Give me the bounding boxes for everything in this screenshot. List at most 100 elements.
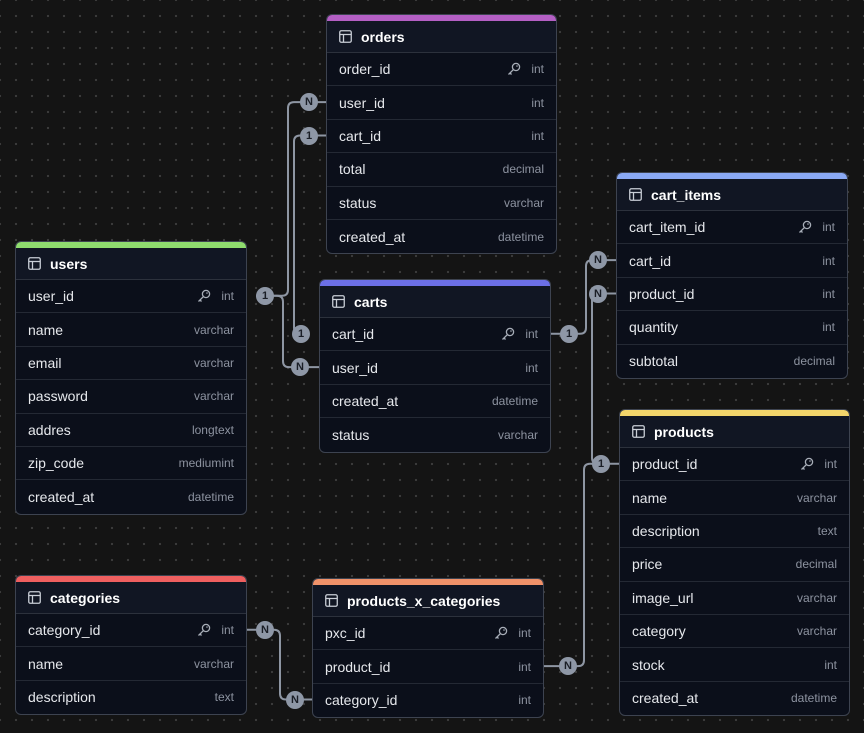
column-type: text	[214, 690, 234, 705]
key-icon	[494, 626, 508, 640]
column-row[interactable]: created_at datetime	[327, 220, 556, 253]
column-name: email	[28, 354, 62, 371]
column-row[interactable]: stock int	[620, 648, 849, 682]
column-row[interactable]: status varchar	[320, 418, 550, 451]
table-header[interactable]: orders	[327, 15, 556, 53]
table-header[interactable]: carts	[320, 280, 550, 318]
table-title: carts	[354, 293, 388, 310]
column-name: created_at	[339, 228, 406, 245]
column-type: decimal	[793, 354, 835, 369]
table-title: orders	[361, 28, 405, 45]
column-meta: int	[494, 626, 531, 640]
column-name: status	[332, 426, 370, 443]
edge-products-pxc[interactable]	[544, 462, 601, 668]
cardinality-badge: N	[589, 251, 607, 270]
column-meta: int	[507, 62, 544, 76]
cardinality-badge: 1	[592, 454, 610, 473]
column-row[interactable]: password varchar	[16, 380, 246, 414]
column-type: varchar	[193, 389, 234, 404]
column-meta: decimal	[794, 354, 835, 368]
table-header[interactable]: products_x_categories	[313, 579, 543, 617]
column-meta: decimal	[503, 162, 544, 176]
column-row[interactable]: description text	[620, 515, 849, 549]
cardinality-badge: N	[286, 690, 304, 709]
column-meta: varchar	[504, 196, 544, 210]
column-type: int	[518, 693, 531, 708]
column-row[interactable]: user_id int	[327, 86, 556, 120]
column-name: quantity	[629, 319, 679, 336]
column-type: varchar	[497, 427, 538, 442]
table-icon	[632, 425, 645, 438]
column-name: addres	[28, 421, 71, 438]
column-name: stock	[632, 656, 665, 673]
column-type: int	[822, 220, 835, 235]
column-type: datetime	[497, 229, 544, 244]
column-name: password	[28, 388, 88, 405]
table-header[interactable]: users	[16, 242, 246, 280]
column-type: int	[531, 128, 544, 143]
column-name: name	[28, 655, 64, 672]
cardinality-badge: 1	[256, 286, 274, 305]
column-meta: int	[518, 660, 531, 674]
table-header[interactable]: products	[620, 410, 849, 448]
column-name: created_at	[332, 392, 399, 409]
table-title: products_x_categories	[347, 592, 501, 609]
table-header[interactable]: categories	[16, 576, 246, 614]
edge-categories-pxc[interactable]	[247, 628, 312, 701]
table-icon	[629, 188, 642, 201]
column-name: zip_code	[28, 455, 85, 472]
column-name: description	[632, 522, 700, 539]
column-name: total	[339, 161, 366, 178]
column-name: user_id	[339, 94, 385, 111]
column-type: varchar	[796, 624, 837, 639]
column-type: int	[531, 95, 544, 110]
column-meta: int	[824, 658, 837, 672]
column-row[interactable]: created_at datetime	[320, 385, 550, 419]
key-icon	[800, 457, 814, 471]
column-name: user_id	[332, 359, 378, 376]
column-type: text	[817, 523, 837, 538]
column-type: datetime	[491, 393, 538, 408]
column-name: price	[632, 556, 663, 573]
column-row[interactable]: total decimal	[327, 153, 556, 187]
edge-products-cart-items[interactable]	[591, 292, 616, 465]
table-icon	[325, 594, 338, 607]
table-header[interactable]: cart_items	[617, 173, 847, 211]
